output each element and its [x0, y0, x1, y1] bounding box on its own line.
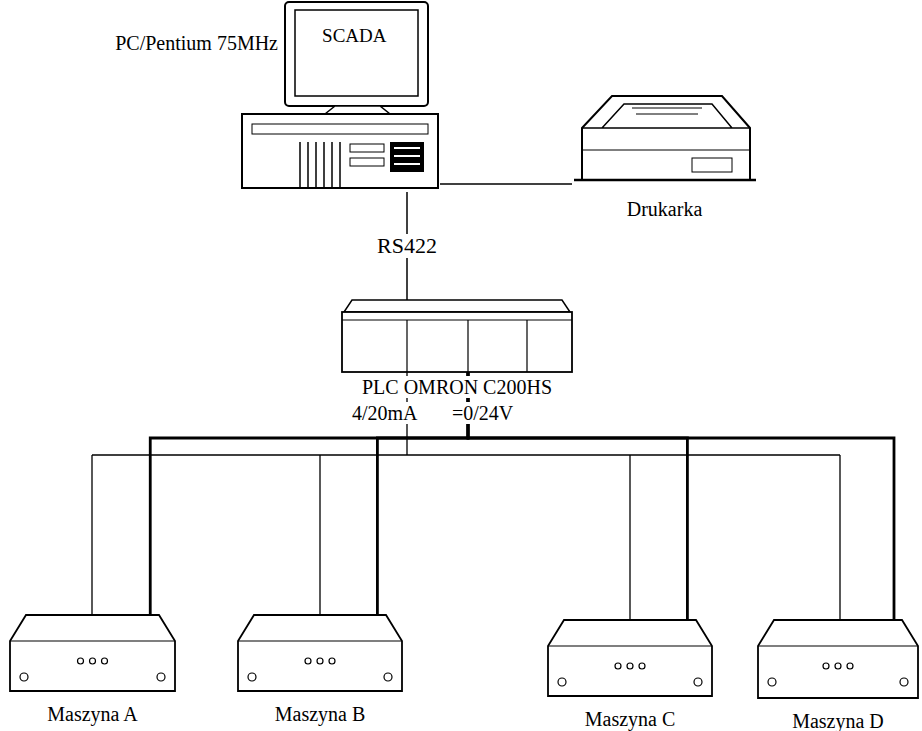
machine: Maszyna A	[10, 615, 175, 691]
machine-outline	[548, 620, 712, 696]
node-label: PC/Pentium 75MHz	[113, 32, 280, 54]
computer: SCADAPC/Pentium 75MHz	[240, 2, 440, 192]
signal-label: =0/24V	[450, 402, 515, 424]
node-label: Maszyna C	[583, 708, 678, 730]
connector	[440, 183, 572, 185]
node-label: Maszyna A	[45, 703, 140, 725]
connector	[150, 372, 468, 615]
machine: Maszyna D	[758, 620, 918, 698]
node-label: Drukarka	[625, 198, 705, 220]
machine-outline	[10, 615, 175, 691]
machine: Maszyna B	[238, 615, 402, 691]
printer: Drukarka	[572, 88, 757, 188]
plc-unit: PLC OMRON C200HS	[342, 300, 572, 372]
machine-outline	[238, 615, 402, 691]
machine-outline	[758, 620, 918, 698]
screen-label: SCADA	[320, 26, 388, 47]
connector	[468, 372, 894, 620]
edge-label: RS422	[375, 234, 439, 258]
plc-unit-outline	[342, 300, 572, 372]
machine: Maszyna C	[548, 620, 712, 696]
node-label: PLC OMRON C200HS	[360, 376, 554, 398]
printer-outline	[572, 88, 757, 188]
analog-bus	[92, 372, 840, 620]
signal-label: 4/20mA	[350, 402, 420, 424]
node-label: Maszyna B	[273, 703, 368, 725]
node-label: Maszyna D	[790, 710, 886, 731]
